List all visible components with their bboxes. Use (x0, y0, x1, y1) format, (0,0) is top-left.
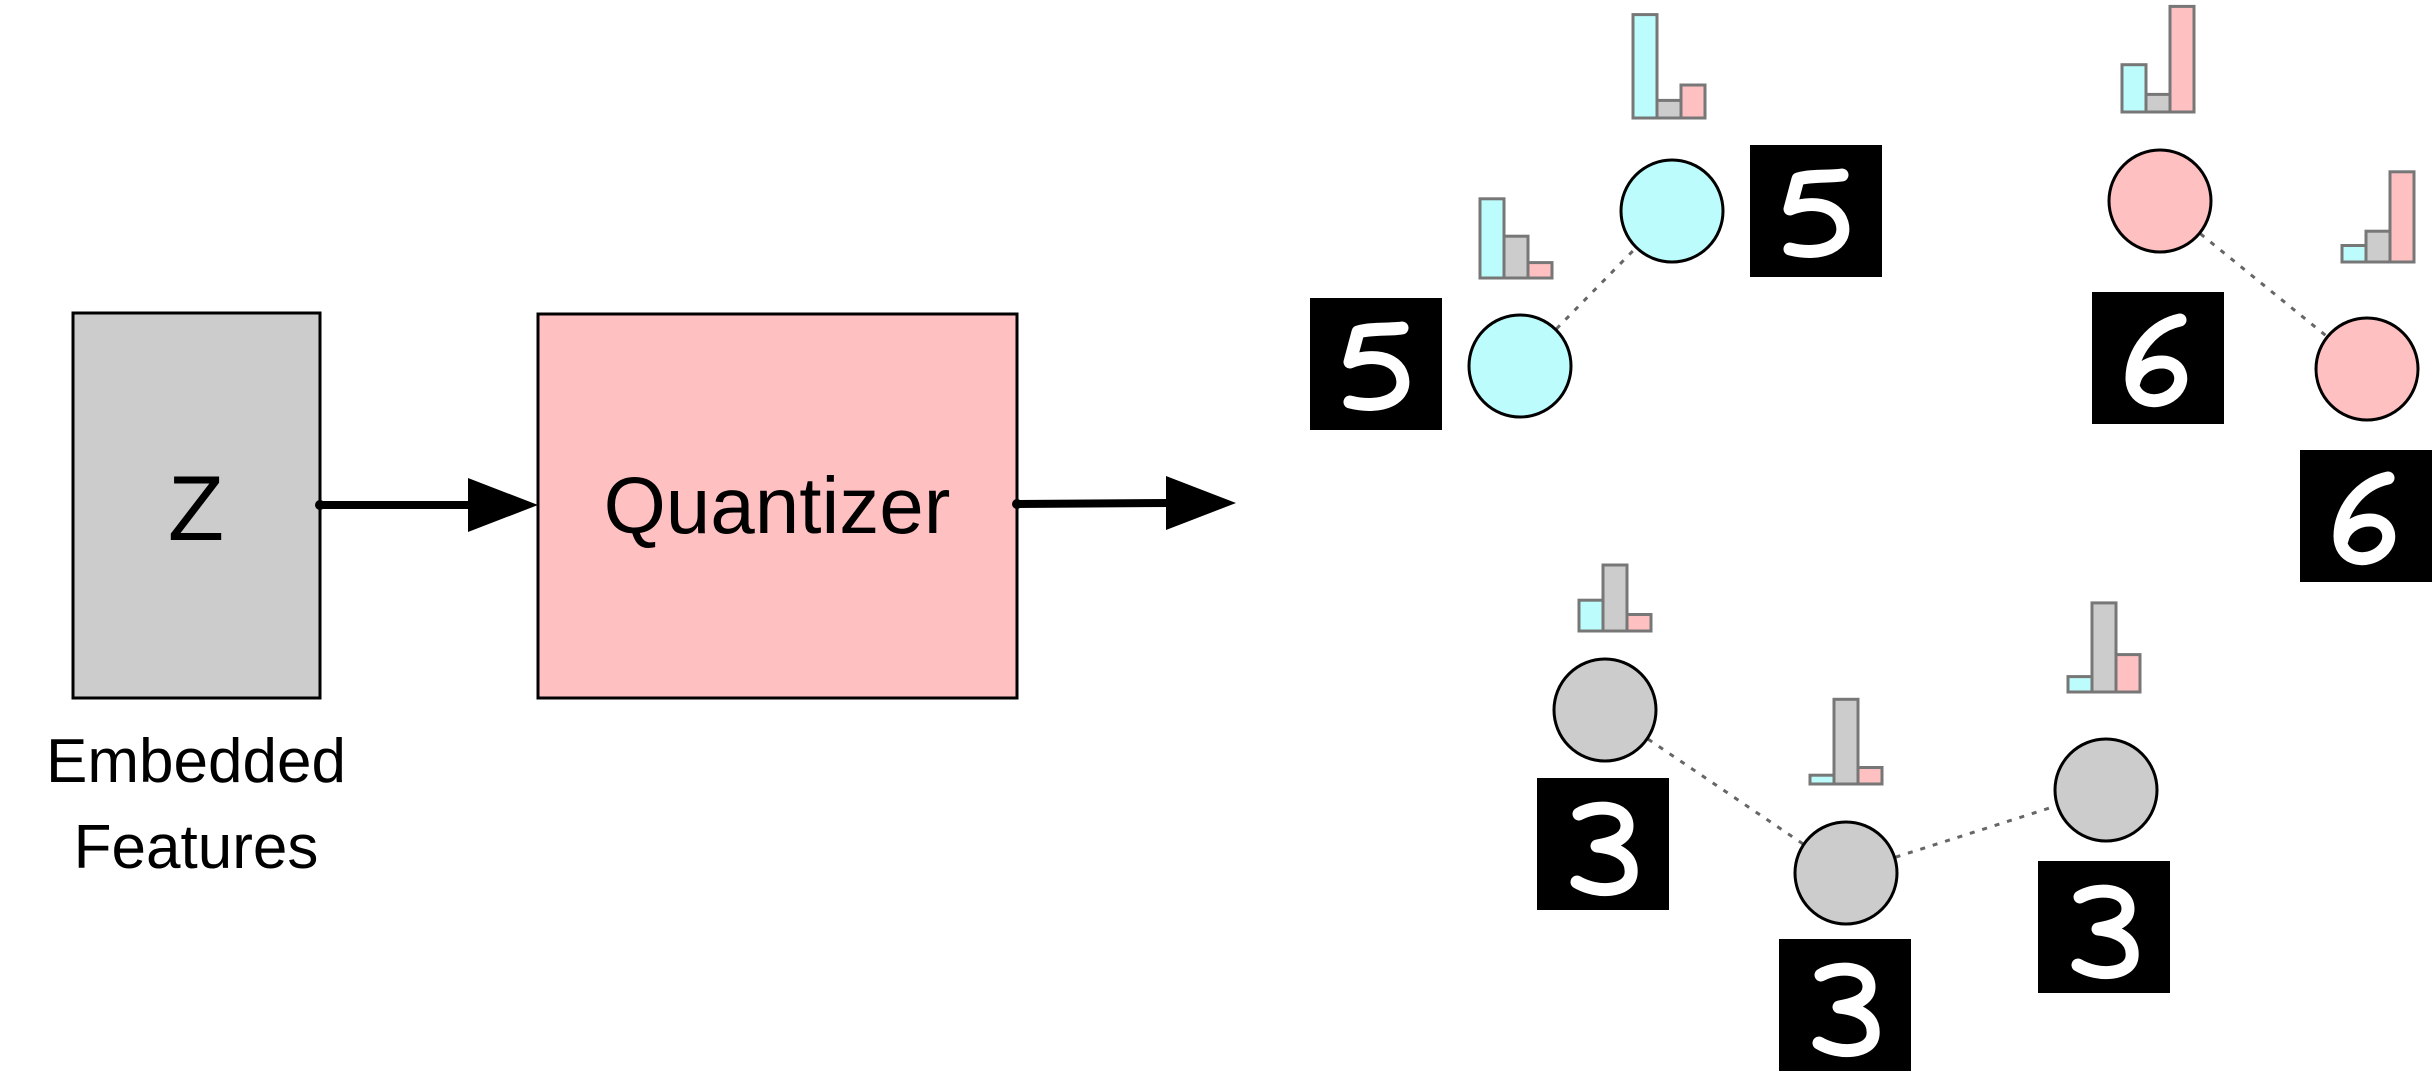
cluster-node-circle (2107, 148, 2213, 254)
histogram-bar (1526, 261, 1554, 280)
cluster-node (2092, 4, 2224, 424)
histogram-bar (1631, 13, 1659, 120)
histogram-bar (1679, 83, 1707, 120)
histogram-bar (2090, 601, 2118, 694)
class-histogram (1631, 13, 1707, 120)
histogram-bar (2340, 244, 2368, 264)
histogram-bar (2114, 653, 2142, 694)
digit-thumbnail (1310, 298, 1442, 430)
cluster-layer (1310, 4, 2432, 1071)
cluster-node (1537, 563, 1669, 910)
digit-thumbnail (1537, 778, 1669, 910)
arrow-z-to-quantizer (315, 478, 538, 532)
class-histogram (1478, 197, 1554, 280)
histogram-bar (1655, 98, 1683, 120)
z-caption-line1: Embedded (46, 727, 346, 796)
histogram-bar (2066, 675, 2094, 694)
cluster-five (1310, 13, 1882, 430)
histogram-bar (2120, 63, 2148, 114)
histogram-bar (1856, 766, 1884, 786)
cluster-edge (1518, 209, 1674, 368)
cluster-node (1619, 13, 1882, 277)
histogram-bar (2168, 4, 2196, 114)
digit-thumbnail (2038, 861, 2170, 993)
histogram-bar (1601, 563, 1629, 633)
digit-thumbnail (2092, 292, 2224, 424)
cluster-node-circle (1619, 158, 1725, 264)
z-label: Z (168, 458, 224, 560)
histogram-bar (2388, 170, 2416, 264)
z-caption-line2: Features (74, 813, 319, 882)
class-histogram (1577, 563, 1653, 633)
histogram-bar (1478, 197, 1506, 280)
digit-thumbnail (1750, 145, 1882, 277)
cluster-node (1779, 697, 1911, 1071)
class-histogram (2120, 4, 2196, 114)
cluster-node-circle (2314, 316, 2420, 422)
cluster-three (1537, 563, 2170, 1071)
histogram-bar (1832, 697, 1860, 786)
z-feature-box: Z (71, 311, 322, 700)
class-histogram (2340, 170, 2416, 264)
histogram-bar (1625, 613, 1653, 633)
cluster-node-circle (2053, 737, 2159, 843)
quantizer-label: Quantizer (604, 461, 951, 550)
cluster-node (2300, 170, 2432, 582)
cluster-edge (1604, 708, 1847, 875)
cluster-node-circle (1467, 313, 1573, 419)
digit-thumbnail (2300, 450, 2432, 582)
histogram-bar (2364, 229, 2392, 264)
quantizer-box: Quantizer (536, 312, 1019, 700)
cluster-node-circle (1552, 657, 1658, 763)
cluster-six (2092, 4, 2432, 582)
digit-thumbnail (1779, 939, 1911, 1071)
cluster-node (1310, 197, 1573, 430)
histogram-bar (1808, 773, 1836, 786)
histogram-bar (1577, 598, 1605, 633)
class-histogram (2066, 601, 2142, 694)
histogram-bar (2144, 92, 2172, 114)
histogram-bar (1502, 234, 1530, 280)
cluster-node-circle (1793, 820, 1899, 926)
arrow-quantizer-to-clusters (1012, 476, 1236, 530)
class-histogram (1808, 697, 1884, 786)
cluster-node (2038, 601, 2170, 993)
